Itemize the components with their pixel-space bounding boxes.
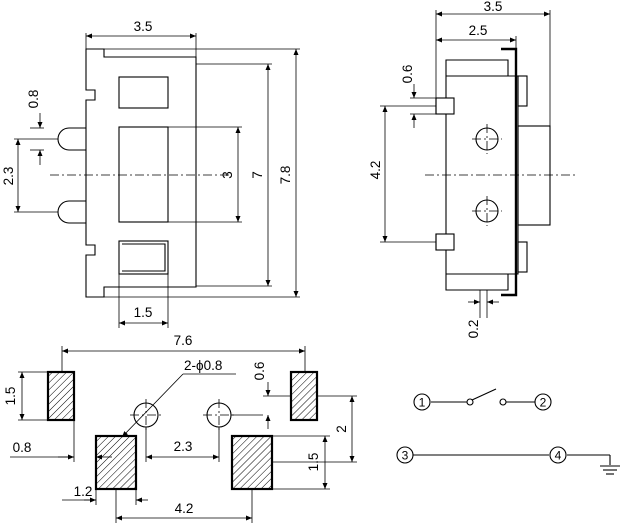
pin-2-marker [534, 393, 552, 411]
dim-top-actuator-width: 1.5 [134, 305, 153, 320]
terminal-frame [501, 47, 518, 297]
pin-4-marker [549, 446, 567, 464]
dim-side-pin-width: 0.6 [400, 65, 415, 84]
side-pin-upper [435, 97, 455, 115]
dim-fp-hole-pitch: 2.3 [174, 439, 193, 454]
pad-bottom-right [230, 434, 274, 491]
pin-4-label: 4 [555, 449, 562, 463]
pad-top-right [289, 370, 319, 422]
dim-side-terminal-thickness: 0.2 [466, 320, 481, 339]
center-window [118, 126, 169, 223]
pad-bottom-left [94, 434, 138, 491]
dim-top-overall-height: 7.8 [278, 166, 293, 185]
left-pin-lower [57, 200, 86, 224]
pin-3-marker [396, 446, 414, 464]
pcb-footprint: 7.6 2-ϕ0.8 1.5 0.6 0.8 2.3 2 [3, 333, 357, 523]
dim-fp-pad-pitch: 4.2 [175, 501, 194, 516]
side-tab-upper [517, 75, 528, 107]
dim-top-pin-width: 0.8 [26, 90, 41, 109]
dim-fp-pad-height: 1.5 [3, 387, 18, 406]
dim-fp-pad-height-2: 1.5 [306, 453, 321, 472]
pin-2-label: 2 [540, 396, 547, 410]
top-window [118, 76, 169, 109]
dim-side-body-depth: 2.5 [469, 23, 488, 38]
ground-icon [600, 465, 620, 475]
dim-fp-hole-offset: 0.6 [252, 362, 267, 381]
dim-fp-overall-width: 7.6 [174, 333, 193, 348]
side-actuator [517, 125, 551, 226]
dim-fp-pad-width: 1.2 [74, 484, 93, 499]
top-view: 3.5 0.8 2.3 3 7 7.8 1.5 [1, 19, 300, 328]
dim-top-pin-pitch: 2.3 [1, 167, 16, 186]
switch-schematic: 1 2 3 4 [396, 388, 620, 475]
pad-top-left [46, 370, 76, 422]
top-view-body-outline [85, 48, 197, 298]
actuator-inner [122, 243, 166, 272]
dim-top-body-height: 7 [250, 171, 265, 179]
switch-blade [471, 388, 497, 401]
pin-3-label: 3 [402, 449, 409, 463]
dim-top-width: 3.5 [134, 19, 153, 34]
pin-1-marker [413, 393, 431, 411]
dim-fp-pad-gap: 0.8 [13, 440, 32, 455]
dim-fp-hole-note: 2-ϕ0.8 [184, 358, 222, 373]
dim-side-hole-pitch: 4.2 [368, 161, 383, 180]
side-view: 3.5 2.5 0.6 4.2 0.2 [368, 0, 575, 338]
dim-side-overall-depth: 3.5 [484, 0, 503, 14]
side-tab-lower [517, 241, 528, 273]
dim-fp-row-pitch: 2 [334, 425, 349, 433]
left-pin-upper [57, 127, 86, 151]
side-pin-lower [435, 233, 455, 251]
actuator [118, 240, 169, 275]
pin-1-label: 1 [419, 396, 426, 410]
dim-top-window-height: 3 [220, 171, 235, 179]
